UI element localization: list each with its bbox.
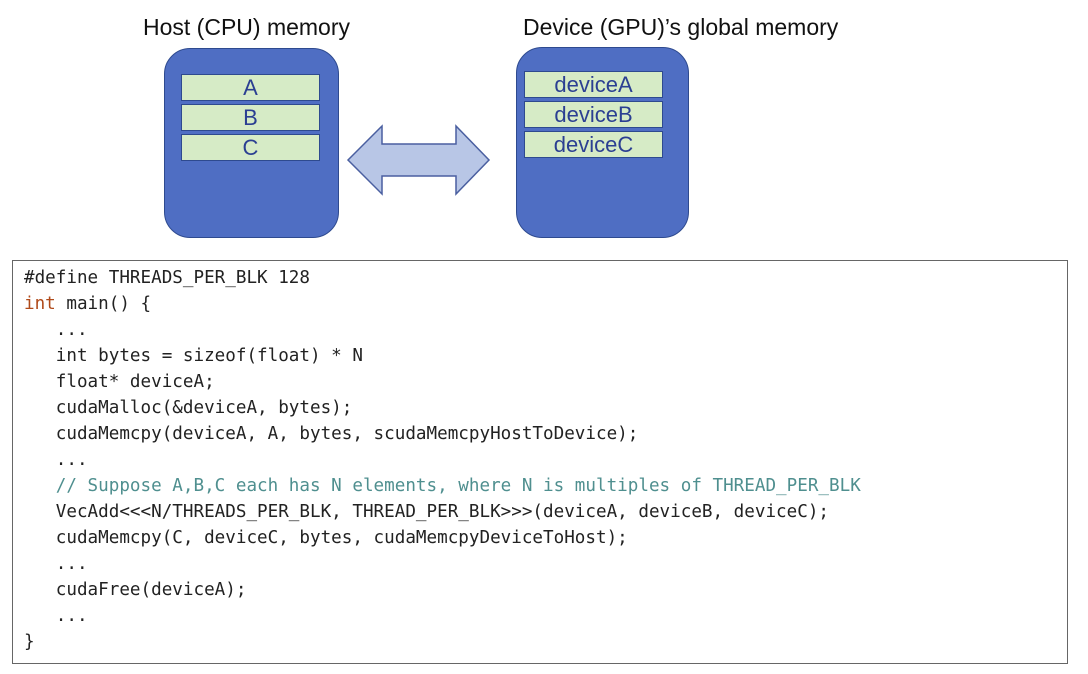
device-cell-a: deviceA bbox=[524, 71, 663, 98]
device-memory-title: Device (GPU)’s global memory bbox=[523, 14, 839, 40]
device-cell-c: deviceC bbox=[524, 131, 663, 158]
host-cell-c: C bbox=[181, 134, 320, 161]
code-line-13: cudaFree(deviceA); bbox=[24, 580, 247, 600]
code-line-11: cudaMemcpy(C, deviceC, bytes, cudaMemcpy… bbox=[24, 528, 628, 548]
host-cell-b: B bbox=[181, 104, 320, 131]
code-line-2: int main() { bbox=[24, 294, 151, 314]
code-line-5: float* deviceA; bbox=[24, 372, 215, 392]
bidirectional-arrow-icon bbox=[346, 124, 491, 196]
host-memory-box: A B C bbox=[164, 48, 339, 238]
code-line-10: VecAdd<<<N/THREADS_PER_BLK, THREAD_PER_B… bbox=[24, 502, 830, 522]
code-line-2-rest: main() { bbox=[55, 294, 152, 314]
code-line-14: ... bbox=[24, 606, 88, 626]
code-line-1: #define THREADS_PER_BLK 128 bbox=[24, 268, 310, 288]
code-line-7: cudaMemcpy(deviceA, A, bytes, scudaMemcp… bbox=[24, 424, 639, 444]
code-line-4: int bytes = sizeof(float) * N bbox=[24, 346, 363, 366]
device-memory-box: deviceA deviceB deviceC bbox=[516, 47, 689, 238]
device-cell-b: deviceB bbox=[524, 101, 663, 128]
keyword-int: int bbox=[24, 294, 56, 314]
code-line-12: ... bbox=[24, 554, 88, 574]
host-memory-title: Host (CPU) memory bbox=[143, 14, 351, 40]
code-panel: #define THREADS_PER_BLK 128 int main() {… bbox=[12, 260, 1068, 664]
code-line-6: cudaMalloc(&deviceA, bytes); bbox=[24, 398, 353, 418]
host-cell-a: A bbox=[181, 74, 320, 101]
code-comment-line: // Suppose A,B,C each has N elements, wh… bbox=[24, 476, 861, 496]
code-line-8: ... bbox=[24, 450, 88, 470]
code-line-3: ... bbox=[24, 320, 88, 340]
code-line-15: } bbox=[24, 632, 35, 652]
